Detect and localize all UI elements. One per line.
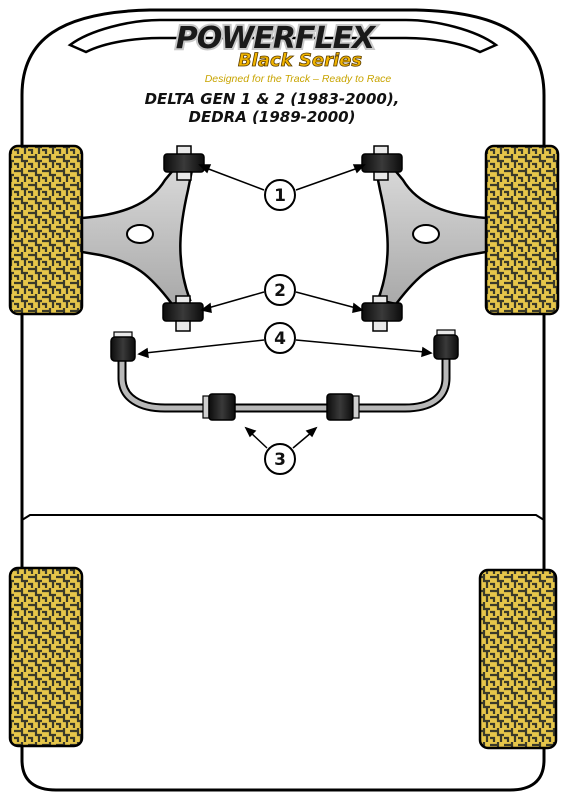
svg-text:POWERFLEX: POWERFLEX — [176, 21, 377, 56]
vehicle-title-line-1: DELTA GEN 1 & 2 (1983-2000), — [145, 90, 400, 108]
callout-leader-lines — [137, 164, 433, 449]
vehicle-title-line-2: DEDRA (1989-2000) — [189, 108, 356, 126]
right-wishbone-arm — [374, 166, 488, 306]
callout-4: 4 — [264, 322, 296, 354]
svg-text:3: 3 — [274, 450, 286, 470]
bush-right-front — [361, 145, 403, 181]
rear-left-tyre — [8, 566, 84, 748]
arb-bush-right — [326, 393, 360, 421]
front-right-tyre — [484, 144, 560, 316]
svg-text:Designed for the Track – Ready: Designed for the Track – Ready to Race — [205, 73, 392, 85]
drop-link-bush-left — [110, 331, 136, 362]
callout-3: 3 — [264, 443, 296, 475]
svg-text:2: 2 — [274, 281, 286, 301]
callout-2: 2 — [264, 274, 296, 306]
bush-left-rear — [162, 295, 204, 332]
svg-text:1: 1 — [274, 186, 286, 206]
drop-link-bush-right — [433, 329, 459, 360]
powerflex-logo: POWERFLEX Black Series Designed for the … — [174, 19, 392, 85]
windscreen-outline — [67, 18, 499, 54]
bush-left-front — [163, 145, 205, 181]
left-wishbone-arm — [80, 166, 194, 306]
rear-panel-outline — [21, 514, 545, 521]
svg-text:4: 4 — [274, 329, 286, 349]
svg-text:Black Series: Black Series — [238, 50, 362, 71]
rear-right-tyre — [478, 568, 558, 750]
callout-1: 1 — [264, 179, 296, 211]
right-wishbone-hole — [412, 224, 440, 244]
front-left-tyre — [8, 144, 84, 316]
left-wishbone-hole — [126, 224, 154, 244]
bush-right-rear — [361, 295, 403, 332]
car-body-outline — [20, 8, 546, 792]
arb-bush-left — [202, 393, 236, 421]
